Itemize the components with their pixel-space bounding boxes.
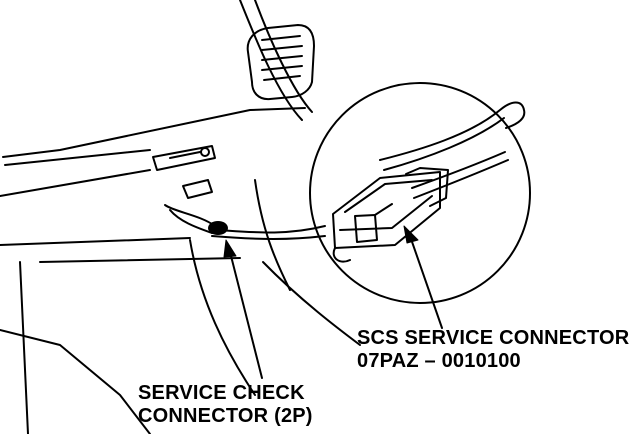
service-check-label-line2: CONNECTOR (2P) [138,405,313,427]
dashboard-panel [0,0,361,434]
scs-connector-label-line1: SCS SERVICE CONNECTOR [357,327,630,349]
scs-connector-graphic [332,101,526,263]
air-vent [246,24,315,101]
service-check-label-line1: SERVICE CHECK [138,382,305,404]
glovebox-handle [152,145,216,171]
scs-connector-part-number: 07PAZ – 0010100 [357,350,521,372]
magnifier-circle [309,82,531,304]
scs-callout-arrow [409,235,443,329]
service-check-callout-arrow [229,251,263,379]
service-check-connector-graphic [164,179,326,240]
service-check-arrowhead [223,239,237,258]
scs-connector-label: SCS SERVICE CONNECTOR 07PAZ – 0010100 [357,327,629,373]
connector-location-dot [208,221,228,235]
scs-arrowhead [403,225,419,244]
service-check-connector-label: SERVICE CHECK CONNECTOR (2P) [138,382,313,428]
